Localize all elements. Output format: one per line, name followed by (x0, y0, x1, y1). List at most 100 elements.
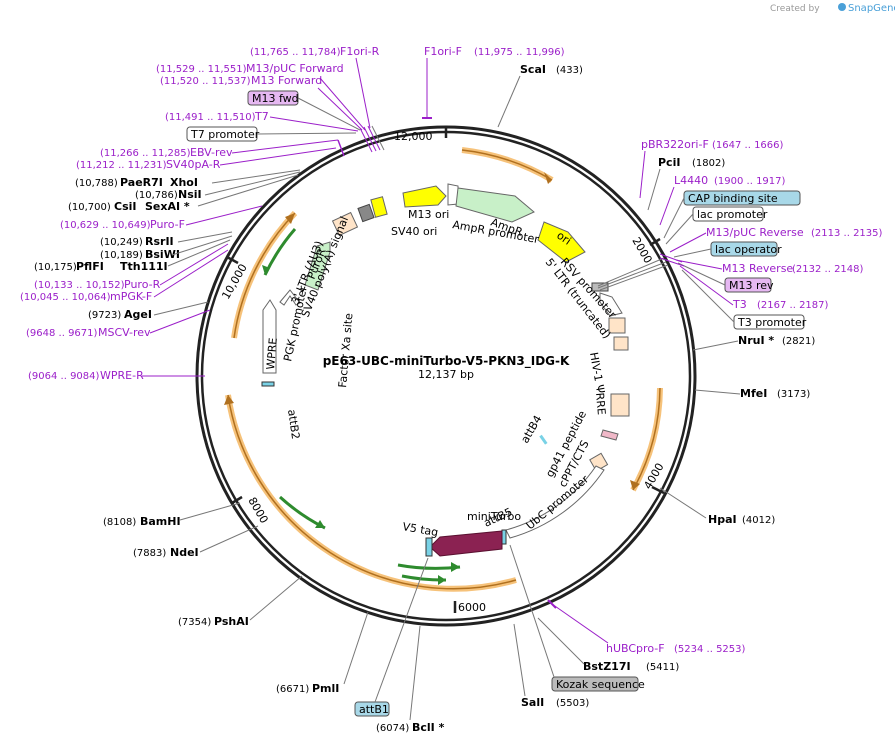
svg-text:lac operator: lac operator (715, 243, 782, 256)
ampr-feature (455, 187, 535, 223)
primer-marks (337, 125, 685, 267)
svg-text:(2132 .. 2148): (2132 .. 2148) (792, 264, 864, 275)
wpre-feature (262, 299, 277, 374)
svg-text:M13 Reverse: M13 Reverse (722, 262, 793, 275)
snapgene-brand: SnapGene (848, 3, 895, 14)
svg-text:F1ori-R: F1ori-R (340, 45, 380, 58)
svg-text:F1ori-F: F1ori-F (424, 45, 462, 58)
svg-text:CsiI: CsiI (114, 200, 136, 213)
svg-text:T3 promoter: T3 promoter (737, 316, 807, 329)
ori-feature (537, 221, 586, 263)
svg-text:L4440: L4440 (674, 174, 708, 187)
svg-text:(4012): (4012) (742, 515, 775, 526)
svg-text:(11,529 .. 11,551): (11,529 .. 11,551) (156, 64, 247, 75)
svg-text:M13 fwd: M13 fwd (252, 92, 299, 105)
svg-text:SexAI *: SexAI * (145, 200, 190, 213)
svg-text:PaeR7I: PaeR7I (120, 176, 163, 189)
svg-text:WPRE: WPRE (264, 337, 280, 370)
svg-text:(5411): (5411) (646, 662, 679, 673)
orf-arcs (224, 147, 663, 592)
svg-text:(10,045 .. 10,064): (10,045 .. 10,064) (20, 292, 111, 303)
svg-text:BamHI: BamHI (140, 515, 181, 528)
svg-text:lac promoter: lac promoter (697, 208, 768, 221)
svg-text:(7354): (7354) (178, 617, 211, 628)
svg-text:SalI: SalI (521, 696, 544, 709)
svg-text:(5503): (5503) (556, 698, 589, 709)
svg-text:(433): (433) (556, 65, 583, 76)
svg-text:Tth111I: Tth111I (120, 260, 168, 273)
svg-text:BsiWI: BsiWI (145, 248, 180, 261)
svg-text:(11,491 .. 11,510): (11,491 .. 11,510) (165, 112, 256, 123)
snapgene-logo-icon (838, 3, 846, 11)
svg-text:(9723): (9723) (88, 310, 121, 321)
svg-text:Puro-R: Puro-R (124, 278, 161, 291)
svg-text:(2113 .. 2135): (2113 .. 2135) (811, 228, 883, 239)
svg-text:6000: 6000 (458, 601, 486, 614)
svg-text:miniTurbo: miniTurbo (467, 510, 521, 523)
svg-text:M13/pUC Reverse: M13/pUC Reverse (706, 226, 804, 239)
svg-text:XhoI: XhoI (170, 176, 198, 189)
svg-text:(10,788): (10,788) (75, 178, 118, 189)
svg-text:CAP binding site: CAP binding site (688, 192, 778, 205)
plasmid-name: pE63-UBC-miniTurbo-V5-PKN3_IDG-K (323, 354, 570, 369)
svg-text:PflFI: PflFI (76, 260, 104, 273)
svg-text:ScaI: ScaI (520, 63, 546, 76)
svg-text:(1900 .. 1917): (1900 .. 1917) (714, 176, 786, 187)
svg-text:12,000: 12,000 (394, 130, 433, 143)
m13-ori-feature (402, 185, 447, 208)
svg-text:pBR322ori-F: pBR322ori-F (641, 138, 709, 151)
green-orf-arcs (262, 228, 461, 585)
svg-text:2000: 2000 (629, 235, 654, 266)
svg-text:PshAI: PshAI (214, 615, 249, 628)
svg-text:(10,133 .. 10,152): (10,133 .. 10,152) (34, 280, 125, 291)
svg-text:MfeI: MfeI (740, 387, 767, 400)
svg-text:M13 ori: M13 ori (408, 208, 449, 221)
svg-text:(11,765 .. 11,784): (11,765 .. 11,784) (250, 47, 341, 58)
svg-text:(2167 .. 2187): (2167 .. 2187) (757, 300, 829, 311)
svg-text:NsiI: NsiI (178, 188, 202, 201)
svg-text:attB4: attB4 (518, 413, 544, 445)
svg-text:Factor Xa site: Factor Xa site (336, 312, 355, 388)
svg-text:WPRE-R: WPRE-R (100, 369, 144, 382)
bottom-labels: attB1 (6074) BclI * (6671) PmlI (7354) P… (103, 502, 445, 734)
svg-text:(11,212 .. 11,231): (11,212 .. 11,231) (76, 160, 167, 171)
created-by-text: Created by (770, 4, 820, 14)
svg-text:T3: T3 (732, 298, 747, 311)
svg-text:(9064 .. 9084): (9064 .. 9084) (28, 371, 100, 382)
svg-text:(11,520 .. 11,537): (11,520 .. 11,537) (160, 76, 251, 87)
svg-text:(11,975 .. 11,996): (11,975 .. 11,996) (474, 47, 565, 58)
svg-text:BstZ17I: BstZ17I (583, 660, 631, 673)
svg-text:SV40pA-R: SV40pA-R (166, 158, 221, 171)
svg-text:(10,189): (10,189) (100, 250, 143, 261)
svg-text:(1647 .. 1666): (1647 .. 1666) (712, 140, 784, 151)
miniturbo-feature (429, 530, 503, 557)
svg-text:RsrII: RsrII (145, 235, 174, 248)
svg-text:mPGK-F: mPGK-F (110, 290, 152, 303)
svg-text:hUBCpro-F: hUBCpro-F (606, 642, 665, 655)
svg-text:V5 tag: V5 tag (401, 520, 439, 539)
svg-text:M13 Forward: M13 Forward (251, 74, 322, 87)
svg-text:attB2: attB2 (285, 409, 302, 440)
svg-text:attB1: attB1 (359, 703, 389, 716)
svg-text:HIV-1 Ψ: HIV-1 Ψ (587, 351, 607, 394)
svg-text:(5234 .. 5253): (5234 .. 5253) (674, 644, 746, 655)
svg-text:(2821): (2821) (782, 336, 815, 347)
svg-text:(8108): (8108) (103, 517, 136, 528)
svg-text:Puro-F: Puro-F (150, 218, 185, 231)
plasmid-size: 12,137 bp (418, 368, 474, 381)
svg-text:(9648 .. 9671): (9648 .. 9671) (26, 328, 98, 339)
svg-text:(7883): (7883) (133, 548, 166, 559)
svg-text:(10,700): (10,700) (68, 202, 111, 213)
left-labels: (11,765 .. 11,784) F1ori-R F1ori-F (11,9… (20, 45, 583, 382)
svg-text:RRE: RRE (593, 392, 608, 415)
svg-text:(11,266 .. 11,285): (11,266 .. 11,285) (100, 148, 191, 159)
svg-text:M13/pUC Forward: M13/pUC Forward (246, 62, 344, 75)
svg-text:(1802): (1802) (692, 158, 725, 169)
svg-text:(10,175): (10,175) (34, 262, 77, 273)
feature-shapes (261, 183, 630, 557)
svg-text:EBV-rev: EBV-rev (190, 146, 233, 159)
svg-text:MSCV-rev: MSCV-rev (98, 326, 151, 339)
svg-text:Kozak sequence: Kozak sequence (556, 678, 645, 691)
right-labels: pBR322ori-F (1647 .. 1666) PciI (1802) L… (509, 138, 883, 709)
svg-text:(3173): (3173) (777, 389, 810, 400)
